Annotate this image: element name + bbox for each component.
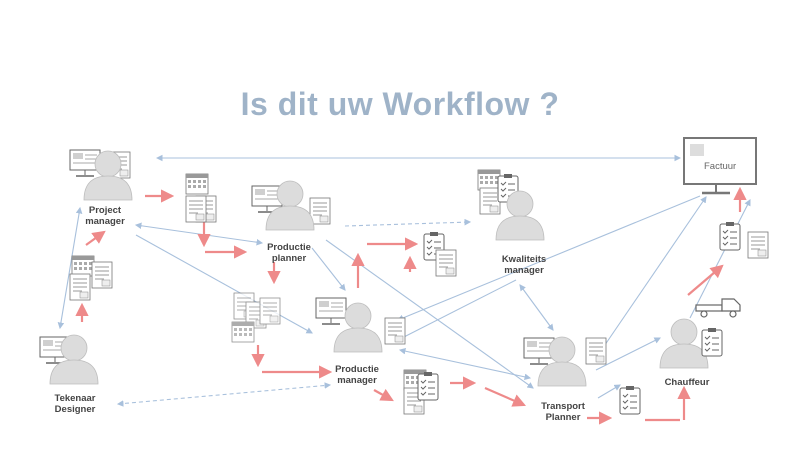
production-docs [403, 369, 439, 415]
truck-icon [695, 298, 741, 318]
productie-planner-node [251, 180, 331, 231]
red-flow-arrows [75, 186, 747, 425]
quality-checklist [423, 231, 457, 277]
blue-connections [57, 154, 751, 407]
invoice-checklist [719, 221, 769, 259]
productie-manager-node [315, 297, 406, 353]
project-manager-node [69, 149, 133, 201]
planning-documents-2 [69, 255, 113, 301]
tekenaar-designer-node [39, 334, 99, 385]
transport-planner-node [523, 336, 607, 387]
planning-documents-1 [185, 173, 217, 223]
chauffeur-node [659, 318, 723, 369]
transport-checklist [619, 385, 641, 415]
chauffeur-label: Chauffeur [664, 377, 710, 388]
work-orders [231, 292, 281, 343]
factuur-monitor-icon [683, 137, 757, 195]
factuur-label: Factuur [704, 161, 737, 172]
page-title: Is dit uw Workflow ? [240, 86, 560, 122]
kwaliteits-manager-node [477, 169, 545, 241]
